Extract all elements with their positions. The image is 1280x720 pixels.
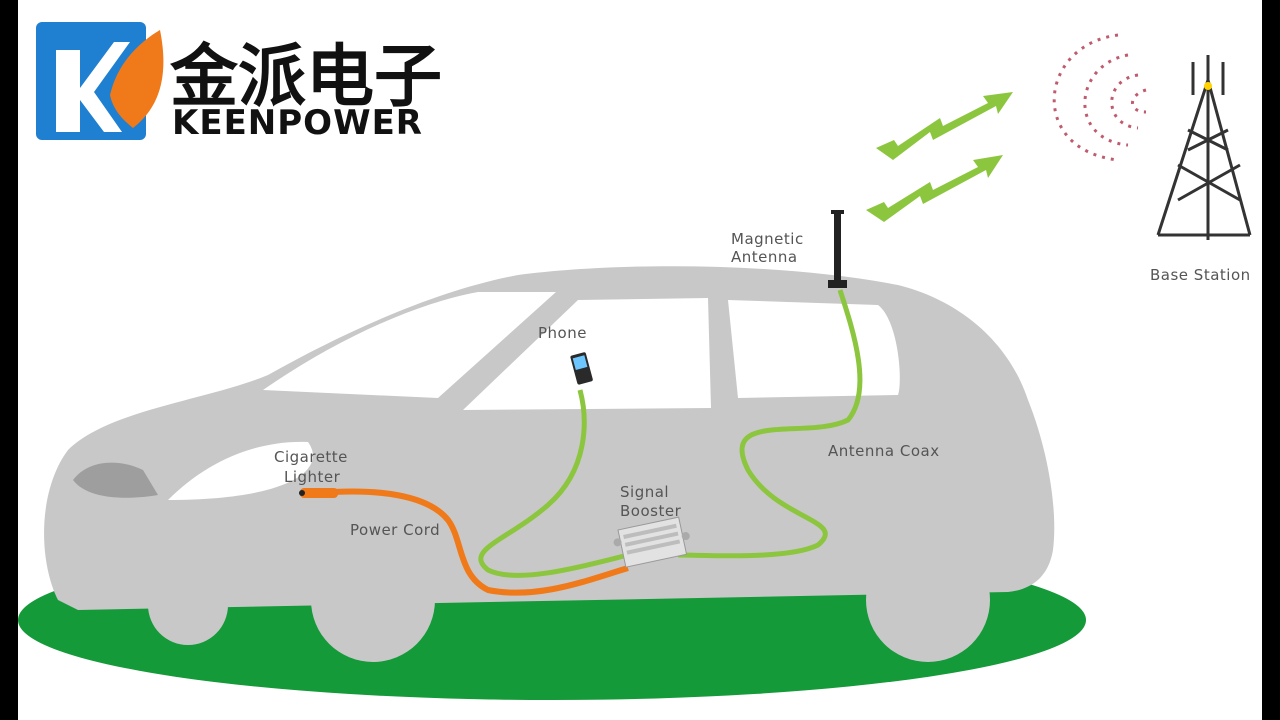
- windshield: [263, 292, 556, 398]
- label-cigarette-lighter-line1: Cigarette: [274, 448, 348, 466]
- diagram-canvas: Magnetic Antenna Base Station Phone Ciga…: [18, 0, 1262, 720]
- grille: [73, 462, 158, 498]
- phone-cable: [478, 389, 629, 578]
- front-side-window: [463, 298, 711, 410]
- brand-name-en: KEENPOWER: [172, 103, 423, 143]
- label-cigarette-lighter-line2: Lighter: [284, 468, 341, 486]
- rear-side-window: [728, 300, 900, 398]
- magnetic-antenna: [828, 210, 847, 288]
- front-bumper-wheel: [148, 565, 228, 645]
- label-power-cord: Power Cord: [350, 521, 440, 539]
- rear-wheel: [866, 538, 990, 662]
- antenna-coax-cable: [677, 289, 863, 559]
- front-wheel: [311, 538, 435, 662]
- signal-arrows: [866, 92, 1013, 222]
- label-magnetic-antenna-line2: Antenna: [731, 248, 798, 266]
- label-base-station: Base Station: [1150, 266, 1251, 284]
- car-signal-booster-diagram: Magnetic Antenna Base Station Phone Ciga…: [18, 22, 1252, 700]
- label-antenna-coax: Antenna Coax: [828, 442, 940, 460]
- logo-mark-orange: [110, 30, 164, 128]
- brand-name-cn: 金派电子: [169, 38, 442, 117]
- cigarette-lighter-plug: [300, 488, 338, 498]
- zigzag-arrow-upper: [876, 92, 1013, 160]
- power-cord: [317, 488, 629, 596]
- label-signal-booster-line2: Booster: [620, 502, 682, 520]
- logo-mark-white-k: [56, 42, 130, 132]
- signal-booster-device: [613, 516, 690, 568]
- zigzag-arrow-lower: [866, 155, 1003, 222]
- keenpower-logo: 金派电子 KEENPOWER: [36, 22, 442, 143]
- phone-device: [570, 352, 593, 385]
- label-phone: Phone: [538, 324, 587, 342]
- headlight: [168, 441, 313, 500]
- label-magnetic-antenna-line1: Magnetic: [731, 230, 804, 248]
- signal-waves: [1052, 33, 1147, 162]
- label-signal-booster-line1: Signal: [620, 483, 669, 501]
- base-station-tower: [1156, 55, 1252, 240]
- car: [44, 266, 1055, 662]
